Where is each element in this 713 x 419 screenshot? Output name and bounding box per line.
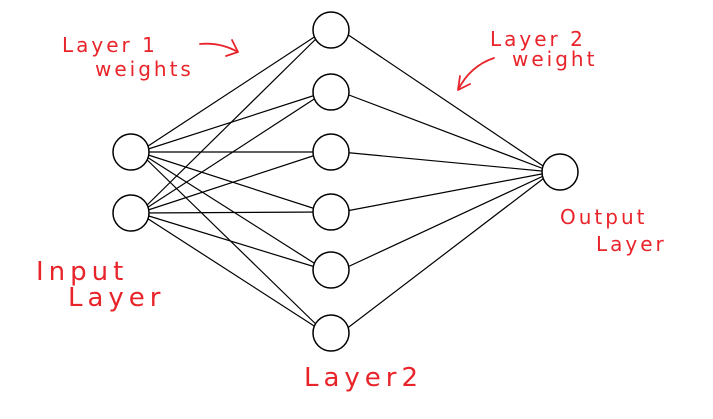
hidden-node-1 — [312, 11, 350, 49]
layer2-weight-line1: Layer 2 — [490, 27, 586, 51]
hidden-node-4 — [312, 193, 350, 231]
input-node-2 — [112, 194, 150, 232]
hidden-layer-annotation: Layer2 — [304, 363, 423, 393]
hidden-node-5 — [312, 251, 350, 289]
hidden-node-6 — [312, 314, 350, 352]
edge-input1-to-hidden1 — [138, 29, 326, 153]
hidden-node-2 — [312, 73, 350, 111]
edge-hidden6-to-output1 — [340, 171, 553, 334]
output-node-1 — [541, 153, 579, 191]
edge-input1-to-hidden5 — [138, 151, 326, 271]
edge-input2-to-hidden1 — [138, 29, 326, 214]
input-layer-line2: Layer — [68, 283, 166, 313]
edge-hidden4-to-output1 — [340, 171, 553, 213]
edge-hidden3-to-output1 — [340, 151, 553, 173]
edge-hidden2-to-output1 — [340, 91, 553, 173]
output-layer-annotation: Output Layer — [560, 205, 667, 256]
nodes-group — [112, 11, 579, 352]
hidden-layer-label: Layer2 — [304, 363, 423, 393]
layer2-weight-arrow-icon — [457, 57, 495, 91]
hidden-node-3 — [312, 133, 350, 171]
layer2-weight-annotation: Layer 2 weight — [457, 27, 597, 91]
edge-hidden5-to-output1 — [340, 171, 553, 271]
input-layer-line1: Input — [36, 257, 128, 287]
layer1-weights-arrow-icon — [199, 39, 239, 57]
layer1-weights-annotation: Layer 1 weights — [62, 33, 239, 81]
input-node-1 — [112, 133, 150, 171]
edge-input2-to-hidden4 — [138, 211, 326, 214]
output-layer-line2: Layer — [596, 232, 667, 256]
input-layer-annotation: Input Layer — [36, 257, 166, 313]
edge-input2-to-hidden2 — [138, 91, 326, 214]
layer2-weight-line2: weight — [512, 47, 597, 71]
edge-hidden1-to-output1 — [340, 29, 553, 173]
edges-group — [138, 29, 553, 334]
edge-input2-to-hidden3 — [138, 151, 326, 214]
edge-input1-to-hidden6 — [138, 151, 326, 334]
layer1-weights-line1: Layer 1 — [62, 33, 158, 57]
layer1-weights-line2: weights — [95, 57, 194, 81]
edge-input2-to-hidden6 — [138, 212, 326, 334]
edge-input2-to-hidden5 — [138, 212, 326, 271]
output-layer-line1: Output — [560, 205, 647, 229]
